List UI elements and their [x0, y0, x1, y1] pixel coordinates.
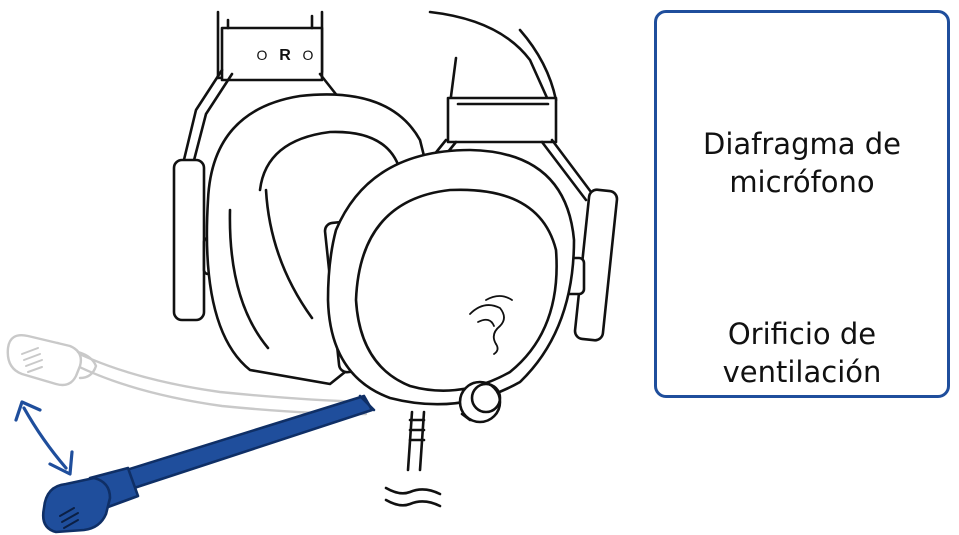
vent-hole-label: Orificio de ventilación: [657, 315, 947, 391]
headband-left: [216, 10, 324, 82]
headset-cable: [384, 410, 442, 508]
mic-diaphragm-label-line2: micrófono: [729, 165, 875, 199]
ear-cup-right: [326, 148, 576, 406]
razer-logo-icon: [469, 295, 513, 355]
mic-boom: [41, 394, 376, 534]
mic-diaphragm-label-line1: Diafragma de: [703, 127, 901, 161]
mic-vent-grille-icon: [59, 507, 79, 529]
mic-diaphragm-label: Diafragma de micrófono: [657, 125, 947, 201]
ear-marking-right-dot: O: [303, 47, 314, 63]
mic-detail-panel: Diafragma de micrófono Orificio de venti…: [654, 10, 950, 398]
vent-hole-label-line1: Orificio de: [727, 317, 877, 351]
ear-marking-left-dot: O: [257, 47, 268, 63]
mic-vent-grille-ghost-icon: [21, 347, 43, 373]
volume-knob: [458, 380, 502, 424]
mic-boom-ghost: [6, 334, 368, 416]
rotation-arrow: [14, 400, 74, 476]
headband-right: [428, 10, 558, 144]
ear-marking-letter: R: [279, 47, 291, 64]
vent-hole-label-line2: ventilación: [722, 355, 882, 389]
